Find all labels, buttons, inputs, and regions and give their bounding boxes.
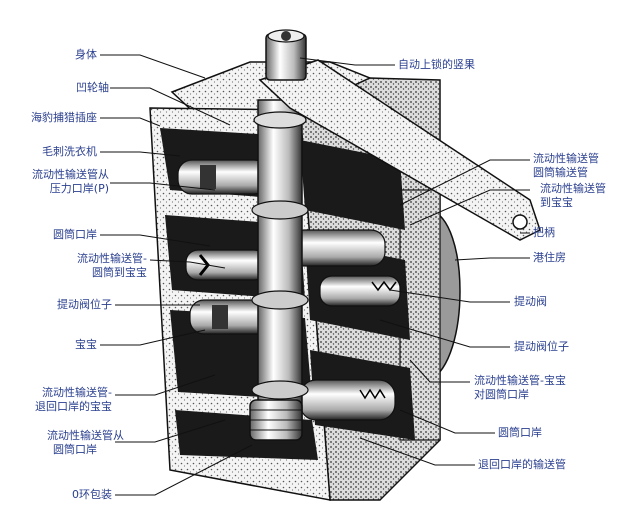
o-ring-gland (249, 399, 303, 441)
label-harbor-house: 港住房 (533, 251, 566, 264)
label-cyl-to-baby-2: 圆筒到宝宝 (92, 266, 147, 279)
label-return-baby-1: 流动性输送管- (42, 386, 112, 399)
label-lift-poppet-right: 提动阀位子 (514, 340, 569, 353)
label-baby: 宝宝 (75, 338, 97, 351)
label-return-baby-2: 退回口岸的宝宝 (35, 400, 112, 413)
label-body: 身体 (75, 48, 97, 61)
label-cyl-to-baby-1: 流动性输送管- (77, 252, 147, 265)
label-to-baby-1: 流动性输送管 (540, 182, 606, 195)
label-lift-poppet-left: 提动阀位子 (57, 298, 112, 311)
right-poppet-upper (289, 229, 386, 267)
label-cylinder-port-right: 圆筒口岸 (498, 426, 542, 439)
label-o-ring: 0环包装 (72, 488, 112, 501)
label-cylinder-port-left: 圆筒口岸 (53, 228, 97, 241)
right-poppet-middle (319, 275, 401, 307)
label-from-cyl-2: 圆筒口岸 (53, 443, 97, 456)
cam-shaft (251, 99, 309, 431)
label-top-conduit-2: 圆筒输送管 (533, 166, 588, 179)
label-return-conduit: 退回口岸的输送管 (478, 458, 566, 471)
label-auto-lock-bolt: 自动上锁的竖果 (398, 58, 475, 71)
label-lift-valve: 提动阀 (514, 295, 547, 308)
label-pressure-line-2: 压力口岸(P) (49, 182, 109, 195)
label-baby-to-cyl-1: 流动性输送管-宝宝 (474, 374, 566, 387)
label-leopard-seat: 海豹捕猎插座 (31, 111, 97, 124)
label-cam-shaft: 凹轮轴 (76, 81, 109, 94)
leader-lines (100, 54, 530, 496)
label-from-cyl-1: 流动性输送管从 (47, 429, 124, 442)
label-to-baby-2: 到宝宝 (540, 196, 573, 209)
label-bristle-washer: 毛刺洗衣机 (42, 145, 97, 158)
left-poppet-middle (185, 249, 267, 281)
label-handle: 把柄 (533, 226, 555, 239)
right-poppet-lower (299, 379, 396, 421)
label-pressure-line-1: 流动性输送管从 (32, 168, 109, 181)
label-baby-to-cyl-2: 对圆筒口岸 (474, 388, 529, 401)
left-poppet-upper (177, 159, 269, 195)
lock-nut (265, 29, 307, 81)
label-top-conduit-1: 流动性输送管 (533, 152, 599, 165)
